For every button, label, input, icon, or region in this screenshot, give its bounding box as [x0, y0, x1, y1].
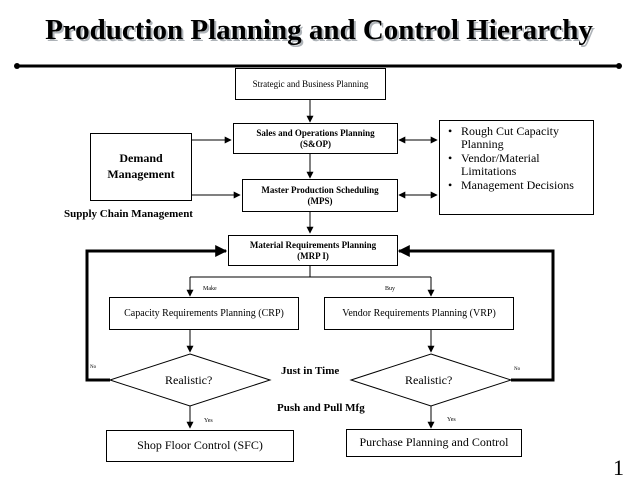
- constraints-list: Rough Cut Capacity Planning Vendor/Mater…: [448, 125, 589, 193]
- yes-label-right: Yes: [447, 417, 456, 423]
- crp-box: Capacity Requirements Planning (CRP): [109, 297, 299, 330]
- jit-label: Just in Time: [281, 365, 340, 377]
- demand-management-box: Demand Management: [90, 133, 192, 201]
- mrp-box: Material Requirements Planning (MRP I): [228, 235, 398, 266]
- push-pull-label: Push and Pull Mfg: [277, 402, 365, 414]
- page-title: Production Planning and Control Hierarch…: [45, 14, 593, 46]
- mps-label-line1: Master Production Scheduling: [261, 185, 379, 196]
- constraint-item: Rough Cut Capacity Planning: [448, 125, 589, 151]
- mrp-label-line1: Material Requirements Planning: [249, 240, 377, 251]
- make-label: Make: [203, 286, 217, 292]
- decision-right-label: Realistic?: [405, 373, 453, 387]
- demand-label-line2: Management: [107, 167, 175, 181]
- make-buy-split: [186, 266, 435, 297]
- sfc-label: Shop Floor Control (SFC): [137, 438, 263, 453]
- constraint-item: Management Decisions: [448, 179, 589, 193]
- crp-label: Capacity Requirements Planning (CRP): [124, 307, 284, 319]
- mps-box: Master Production Scheduling (MPS): [242, 179, 398, 212]
- buy-label: Buy: [385, 286, 396, 292]
- no-label-right: No: [514, 367, 521, 372]
- purchase-planning-label: Purchase Planning and Control: [359, 435, 509, 450]
- page-number: 1: [613, 455, 624, 480]
- strategic-planning-box: Strategic and Business Planning: [235, 68, 386, 100]
- supply-chain-label: Supply Chain Management: [64, 208, 193, 220]
- mps-label-line2: (MPS): [307, 195, 333, 206]
- feedback-loop-right: [397, 245, 555, 382]
- sop-box: Sales and Operations Planning (S&OP): [233, 123, 398, 154]
- vrp-box: Vendor Requirements Planning (VRP): [324, 297, 514, 330]
- constraint-item: Vendor/Material Limitations: [448, 152, 589, 178]
- strategic-planning-label: Strategic and Business Planning: [252, 78, 369, 89]
- vrp-label: Vendor Requirements Planning (VRP): [342, 307, 496, 319]
- mrp-label-line2: (MRP I): [297, 250, 329, 261]
- no-label-left: No: [90, 365, 97, 370]
- feedback-loop-left: [85, 245, 228, 382]
- yes-label-left: Yes: [204, 418, 213, 424]
- sop-label-line1: Sales and Operations Planning: [256, 128, 375, 139]
- sop-label-line2: (S&OP): [300, 138, 331, 149]
- decision-left-label: Realistic?: [165, 373, 213, 387]
- constraints-box: Rough Cut Capacity Planning Vendor/Mater…: [439, 120, 594, 215]
- title-underline: [14, 63, 622, 69]
- purchase-planning-box: Purchase Planning and Control: [346, 429, 522, 457]
- sfc-box: Shop Floor Control (SFC): [106, 430, 294, 462]
- demand-label-line1: Demand: [119, 151, 163, 166]
